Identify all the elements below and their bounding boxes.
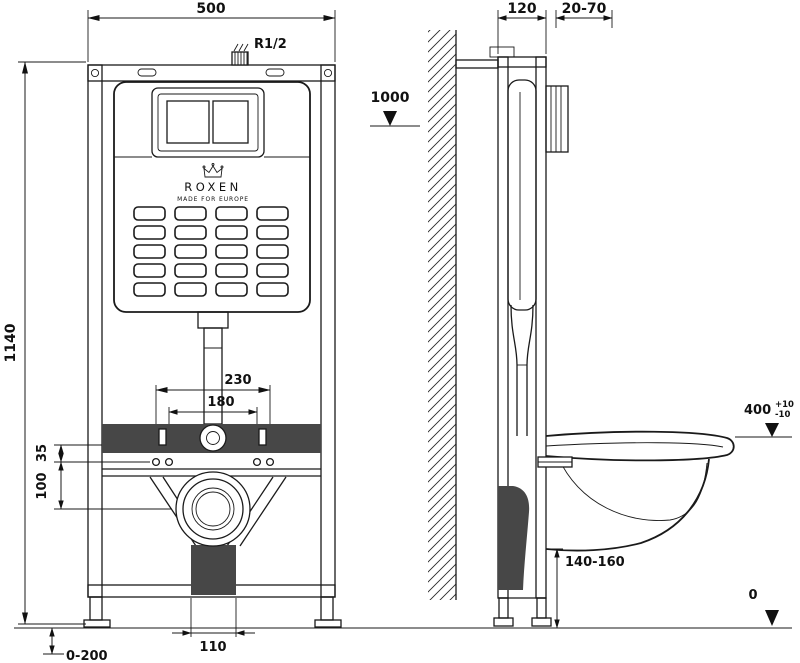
- dim-water-inlet-label: R1/2: [254, 37, 287, 52]
- mounting-rail: [102, 424, 321, 453]
- outlet-bend: [498, 486, 530, 590]
- dim-bowl-height-tol-plus: +10: [775, 400, 794, 410]
- dim-rail-to-studs-label: 35: [35, 444, 50, 462]
- flush-button-large: [166, 100, 210, 144]
- waste-outlet: [175, 471, 251, 547]
- dim-plate-depth-label: 20-70: [562, 1, 607, 17]
- dim-plate-depth: 20-70: [555, 1, 613, 28]
- pipe-fitting: [199, 424, 227, 452]
- dim-frame-depth-label: 120: [507, 1, 536, 17]
- dim-rail-offsets: 35 100: [35, 444, 172, 510]
- dim-bowl-height-label: 400: [744, 403, 771, 418]
- front-view: ROXEN MADE FOR EUROPE: [3, 1, 420, 663]
- dim-stud-spacing-outer: 230: [155, 373, 271, 424]
- dim-flush-height-label: 1000: [371, 90, 410, 106]
- rail-slot: [258, 428, 267, 446]
- dim-frame-depth: 120: [497, 1, 547, 54]
- adjustable-feet-front: [83, 596, 342, 628]
- corner-bolt-hole: [90, 68, 100, 78]
- brand-logo: ROXEN MADE FOR EUROPE: [177, 163, 249, 203]
- dim-frame-height: 1140: [3, 61, 86, 625]
- dim-stud-spacing-inner: 180: [168, 395, 258, 424]
- dim-frame-height-label: 1140: [3, 323, 19, 362]
- top-slot: [265, 68, 285, 77]
- dim-foot-adjustment-label: 0-200: [66, 649, 108, 663]
- dim-outlet-width-label: 110: [199, 640, 226, 655]
- crown-icon: [202, 163, 224, 178]
- flush-plate: [151, 87, 265, 158]
- dim-frame-width-label: 500: [196, 1, 225, 17]
- dim-flush-height: 1000: [370, 90, 420, 127]
- level-arrow-icon: [765, 610, 779, 626]
- dim-floor-level: 0: [748, 588, 779, 626]
- corner-bolt-hole: [323, 68, 333, 78]
- rail-slot: [158, 428, 167, 446]
- brand-tagline: MADE FOR EUROPE: [177, 196, 249, 203]
- cistern-rib-grid: [133, 206, 289, 297]
- dim-floor-level-label: 0: [748, 588, 757, 603]
- brand-name: ROXEN: [184, 180, 242, 194]
- fixing-studs: [151, 457, 275, 467]
- toilet-bowl: [537, 430, 735, 552]
- adjustable-feet-side: [493, 597, 552, 627]
- flush-plate-side: [545, 85, 569, 153]
- dim-studs-to-outlet-label: 100: [35, 472, 50, 499]
- wall-section: [428, 30, 457, 600]
- outlet-duct: [191, 545, 236, 595]
- level-arrow-icon: [765, 423, 779, 437]
- dim-stud-spacing-outer-label: 230: [224, 373, 251, 388]
- wall-bracket: [455, 59, 499, 69]
- wall-hatch: [428, 30, 456, 600]
- side-view: 120 20-70 400 +10 -10 140-160 0: [428, 1, 794, 629]
- water-inlet-symbol: [231, 43, 249, 66]
- dim-foot-adjustment: 0-200: [43, 627, 108, 663]
- dim-bowl-height-tol-minus: -10: [775, 410, 790, 420]
- dim-stud-spacing-inner-label: 180: [207, 395, 234, 410]
- top-slot: [137, 68, 157, 77]
- dim-frame-width: 500: [87, 1, 336, 62]
- dim-outlet-height-label: 140-160: [565, 555, 625, 570]
- dim-outlet-height: 140-160: [546, 548, 625, 629]
- level-arrow-icon: [383, 111, 397, 126]
- flush-button-small: [212, 100, 249, 144]
- dim-outlet-width: 110: [172, 598, 255, 655]
- dim-bowl-height: 400 +10 -10: [735, 400, 794, 438]
- cistern-side: [507, 79, 537, 436]
